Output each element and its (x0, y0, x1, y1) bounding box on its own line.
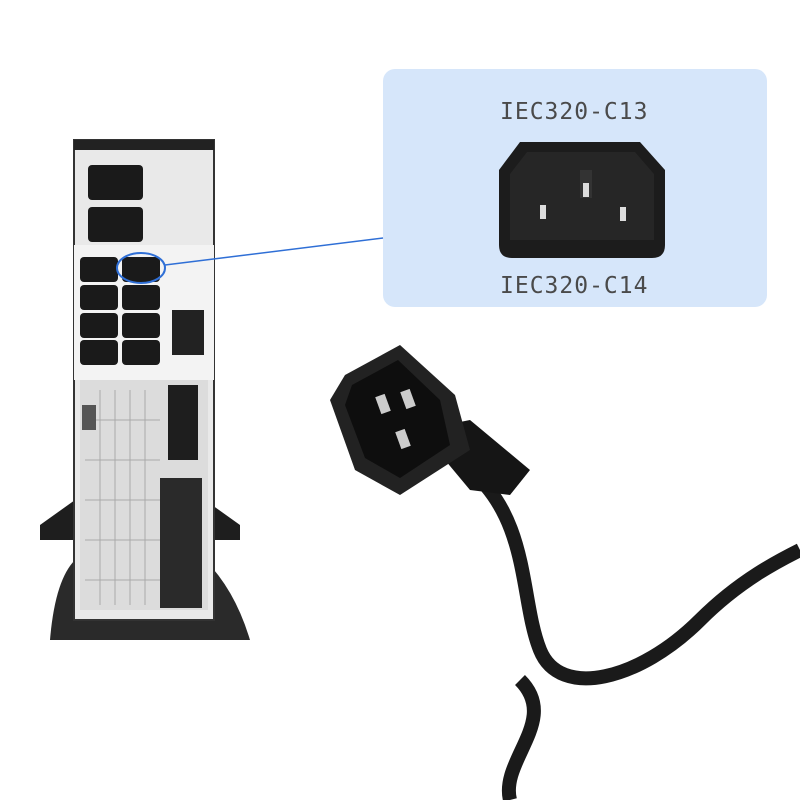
pointer-line (164, 237, 384, 266)
outlet-highlight-ring (116, 252, 166, 284)
power-cable-tail (501, 675, 541, 800)
power-cable (465, 464, 800, 686)
c13-label: IEC320-C13 (500, 99, 649, 125)
c13-socket-icon (499, 142, 665, 258)
c14-plug (330, 345, 530, 495)
c14-label: IEC320-C14 (500, 273, 649, 299)
ups-unit (73, 139, 215, 621)
